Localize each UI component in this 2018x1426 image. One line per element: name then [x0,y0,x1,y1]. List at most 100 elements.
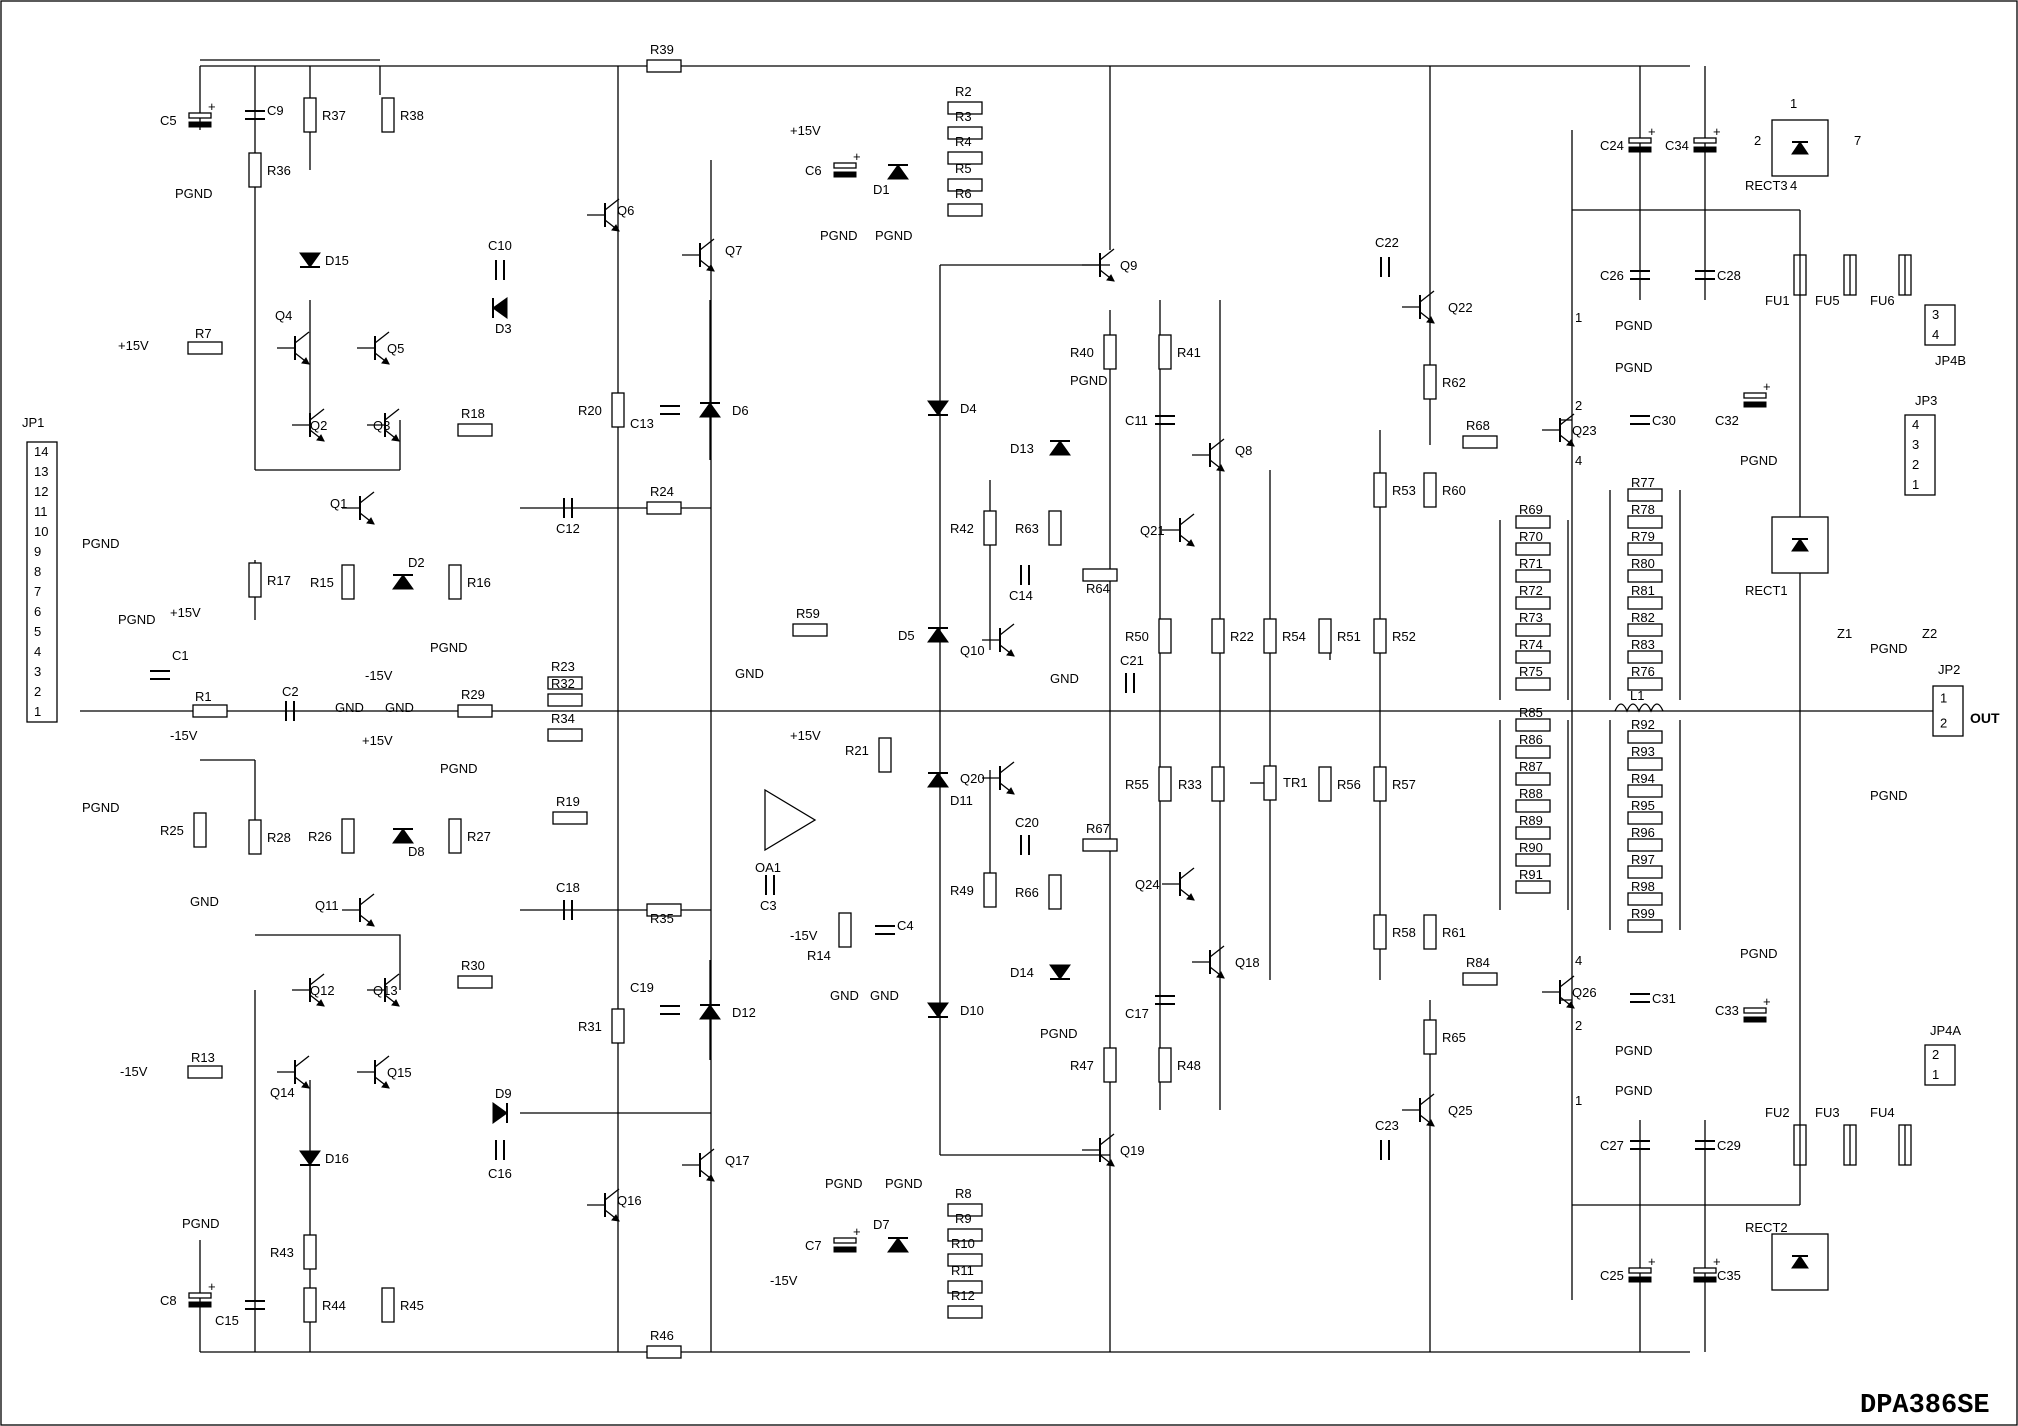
diode-d2: D2 [392,555,425,590]
resistor-label: R63 [1015,521,1039,536]
resistor-r9: R9 [947,1211,983,1242]
capacitor-label: C31 [1652,991,1676,1006]
inductor-label: L1 [1630,688,1644,703]
resistor-label: R89 [1519,813,1543,828]
resistor-r7: R7 [187,326,223,355]
transistor-q25: Q25 [1402,1093,1473,1127]
rail-label-neg: -15V [365,668,393,683]
pin-number: 1 [1790,96,1797,111]
resistor-label: R64 [1086,581,1110,596]
resistor-label: R10 [951,1236,975,1251]
pin-number: 9 [34,544,41,559]
resistor-r88: R88 [1515,786,1551,813]
transistor-q13: Q13 [367,973,400,1007]
capacitor-label: C9 [267,103,284,118]
rail-label-neg: -15V [170,728,198,743]
transistor-label: Q9 [1120,258,1137,273]
resistor-r24: R24 [646,484,682,515]
diode-label: D1 [873,182,890,197]
resistor-r99: R99 [1627,906,1663,933]
resistor-label: R24 [650,484,674,499]
resistor-label: R31 [578,1019,602,1034]
capacitor-label: C19 [630,980,654,995]
capacitor-c28: C28 [1695,268,1741,283]
capacitor-label: C22 [1375,235,1399,250]
resistor-label: R41 [1177,345,1201,360]
resistor-label: R49 [950,883,974,898]
connector-label: JP2 [1938,662,1960,677]
resistor-r20: R20 [578,392,625,428]
capacitor-label: C12 [556,521,580,536]
connector-label: JP1 [22,415,44,430]
resistor-label: R58 [1392,925,1416,940]
resistor-label: R54 [1282,629,1306,644]
connector-label: JP4A [1930,1023,1961,1038]
rail-label-gnd: GND [190,894,219,909]
resistor-r22: R22 [1211,618,1254,654]
capacitor-c19: C19 [630,980,680,1015]
resistor-r94: R94 [1627,771,1663,798]
transistor-label: Q18 [1235,955,1260,970]
resistor-label: R94 [1631,771,1655,786]
rail-label-neg: -15V [790,928,818,943]
pin-number: 3 [34,664,41,679]
polarity-mark: + [1713,1254,1721,1269]
polarity-mark: + [853,149,861,164]
fuse-fu2: FU2 [1765,1105,1807,1166]
resistor-label: R39 [650,42,674,57]
resistor-label: R50 [1125,629,1149,644]
resistor-label: R52 [1392,629,1416,644]
resistor-label: R28 [267,830,291,845]
transistor-q7: Q7 [682,238,742,272]
resistor-label: R70 [1519,529,1543,544]
resistor-label: R40 [1070,345,1094,360]
resistor-r49: R49 [950,872,997,908]
capacitor-label: C30 [1652,413,1676,428]
resistor-label: R43 [270,1245,294,1260]
capacitor-c25: +C25 [1600,1254,1656,1283]
diode-d1: D1 [873,164,909,197]
resistor-r54: R54 [1263,618,1306,654]
capacitor-label: C7 [805,1238,822,1253]
pin-number: 4 [1932,327,1939,342]
diode-label: D13 [1010,441,1034,456]
rail-label-pgnd: PGND [1870,641,1908,656]
resistor-label: R55 [1125,777,1149,792]
resistor-r17: R17 [248,562,291,598]
trimmer-label: TR1 [1283,775,1308,790]
capacitor-label: C24 [1600,138,1624,153]
resistor-r76: R76 [1627,664,1663,691]
resistor-r64: R64 [1082,568,1118,596]
resistor-label: R4 [955,134,972,149]
pin-number: 1 [1940,691,1947,706]
rail-label-pgnd: PGND [1615,360,1653,375]
resistor-label: R95 [1631,798,1655,813]
transistor-label: Q26 [1572,985,1597,1000]
resistor-r11: R11 [947,1263,983,1294]
capacitor-label: C8 [160,1293,177,1308]
rail-label-pgnd: PGND [885,1176,923,1191]
resistor-r32: R32 [547,676,583,707]
resistor-r95: R95 [1627,798,1663,825]
resistor-label: R27 [467,829,491,844]
resistor-r84: R84 [1462,955,1498,986]
capacitor-c18: C18 [556,880,580,920]
fuse-fu1: FU1 [1765,254,1807,308]
pin-number: 11 [34,504,48,519]
resistor-r77: R77 [1627,475,1663,502]
resistor-label: R42 [950,521,974,536]
pin-number: 1 [1932,1067,1939,1082]
rail-label-pos: +15V [362,733,393,748]
resistor-label: R2 [955,84,972,99]
transistor-label: Q1 [330,496,347,511]
resistor-label: R18 [461,406,485,421]
diode-d5: D5 [898,627,949,643]
inductor-l1 [1614,703,1664,713]
capacitor-label: C34 [1665,138,1689,153]
pin-number: 7 [34,584,41,599]
connector-label: JP3 [1915,393,1937,408]
transistor-q4: Q4 [275,308,310,365]
transistor-label: Q10 [960,643,985,658]
resistor-label: R32 [551,676,575,691]
